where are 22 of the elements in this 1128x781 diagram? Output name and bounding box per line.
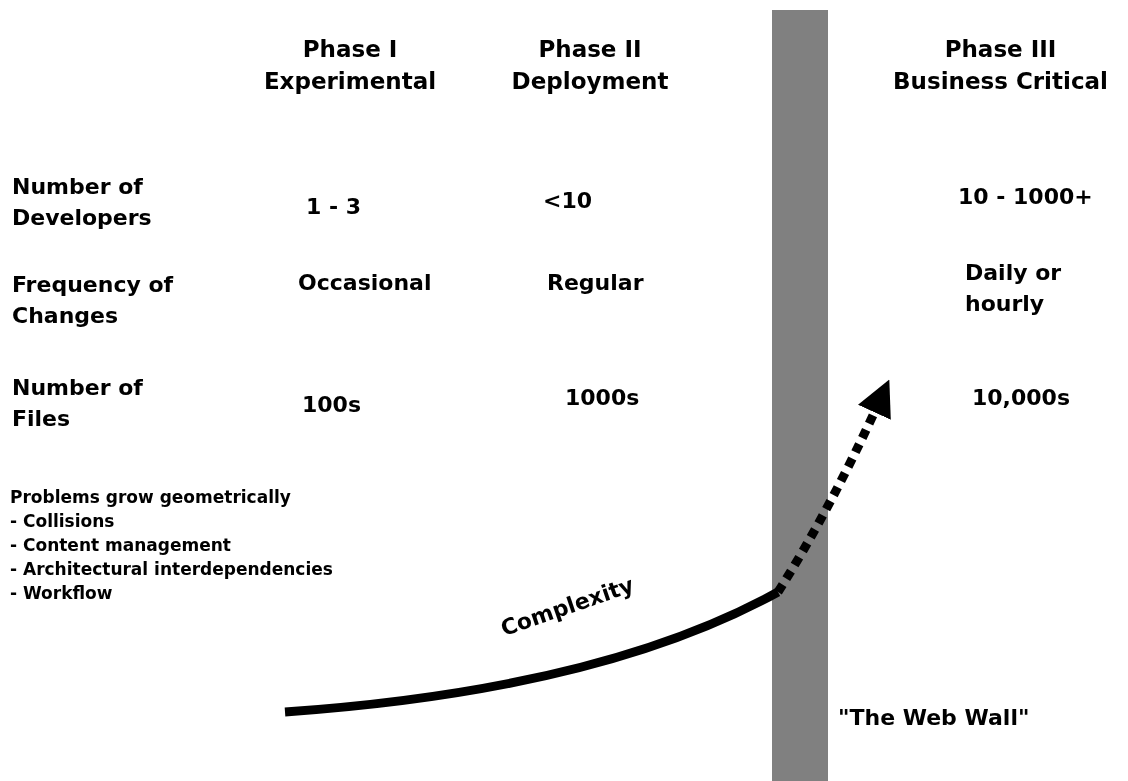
row-heading: Number of Files bbox=[12, 374, 144, 433]
table-value: Daily or hourly bbox=[965, 259, 1063, 318]
table-value: Occasional bbox=[298, 269, 433, 297]
wall-label: "The Web Wall" bbox=[838, 704, 1031, 732]
note-heading: Problems grow geometrically bbox=[10, 487, 292, 509]
table-value: 1000s bbox=[565, 384, 641, 412]
wall-bar bbox=[772, 10, 828, 781]
row-heading: Frequency of Changes bbox=[12, 271, 175, 330]
column-heading: Phase I Experimental bbox=[262, 35, 438, 97]
table-value: 1 - 3 bbox=[306, 193, 363, 221]
table-value: 10,000s bbox=[972, 384, 1071, 412]
row-heading: Number of Developers bbox=[12, 173, 153, 232]
table-value: 10 - 1000+ bbox=[958, 183, 1094, 211]
list-item: - Architectural interdependencies bbox=[10, 559, 334, 581]
table-value: 100s bbox=[302, 391, 363, 419]
list-item: - Collisions bbox=[10, 511, 116, 533]
list-item: - Workflow bbox=[10, 583, 114, 605]
column-heading: Phase III Business Critical bbox=[892, 35, 1109, 97]
table-value: <10 bbox=[543, 187, 594, 215]
list-item: - Content management bbox=[10, 535, 232, 557]
table-value: Regular bbox=[547, 269, 645, 297]
column-heading: Phase II Deployment bbox=[510, 35, 670, 97]
